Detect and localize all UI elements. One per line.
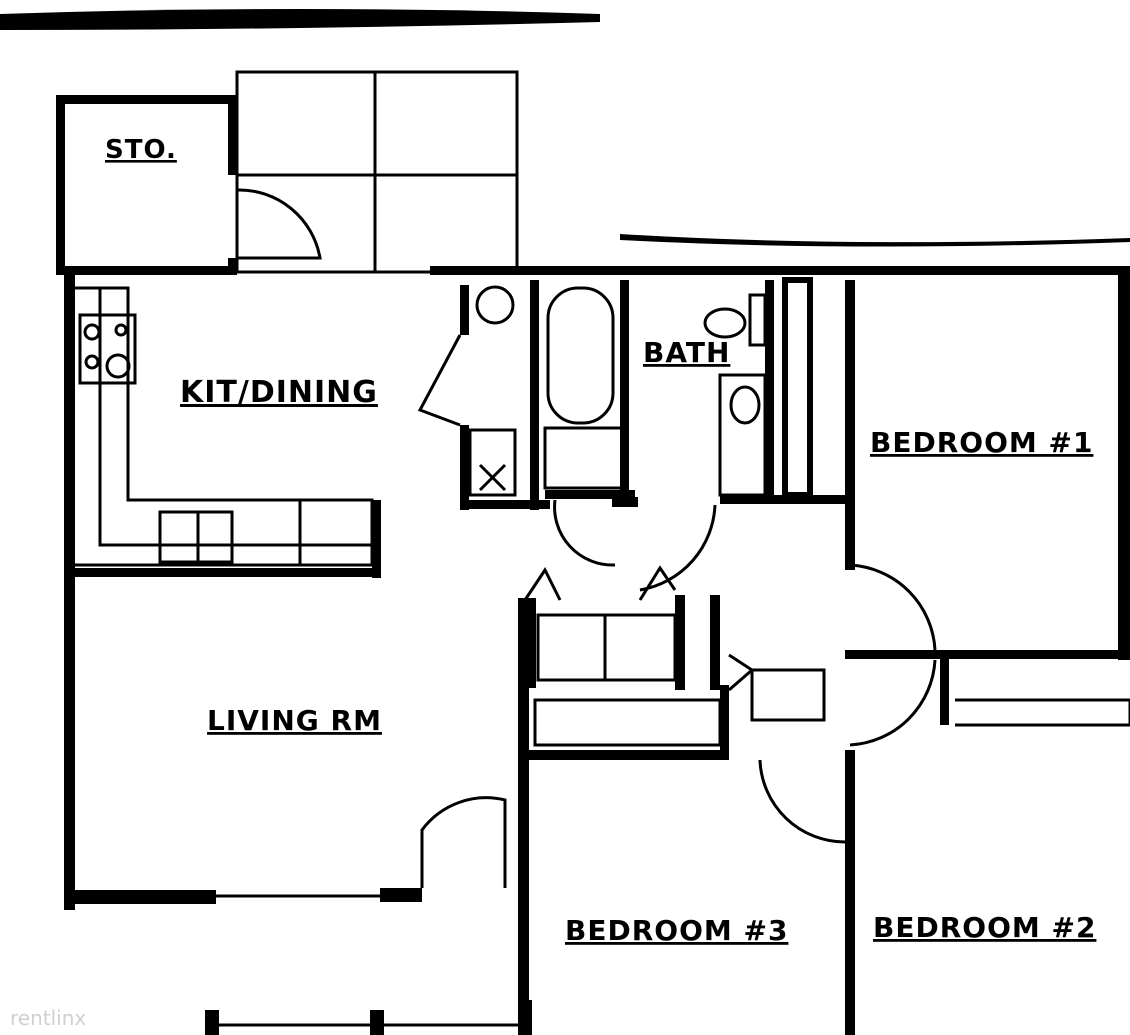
range — [78, 313, 137, 385]
fixtures — [75, 70, 1130, 1027]
bedroom1-bottom-wall — [845, 650, 1130, 659]
upper-stroke — [620, 234, 1130, 247]
room-labels: STO. KIT/DINING BATH BEDROOM #1 LIVING R… — [10, 135, 1096, 1030]
living-bottom-wall — [64, 890, 216, 904]
storage-left-wall — [56, 95, 65, 275]
kitchen-sink — [158, 510, 234, 564]
label-living: LIVING RM — [207, 704, 382, 737]
walls — [0, 9, 1130, 1035]
main-top-wall — [430, 266, 1130, 275]
toilet — [703, 307, 747, 339]
label-bath: BATH — [643, 336, 730, 369]
label-bedroom2: BEDROOM #2 — [873, 911, 1096, 944]
top-stroke — [0, 9, 600, 30]
left-wall — [64, 270, 75, 910]
storage-right-wall — [228, 95, 237, 175]
bathtub — [546, 286, 615, 425]
storage-door-swing — [236, 188, 322, 260]
storage-top-wall — [56, 95, 236, 104]
patio — [235, 70, 519, 274]
bedroom2-left-wall — [845, 750, 855, 1035]
bedroom1-left-wall — [845, 280, 855, 570]
vanity — [718, 373, 767, 497]
label-bedroom3: BEDROOM #3 — [565, 914, 788, 947]
living-right-wall — [518, 598, 529, 1035]
label-bedroom1: BEDROOM #1 — [870, 426, 1093, 459]
label-storage: STO. — [105, 135, 177, 165]
label-kitchen: KIT/DINING — [180, 375, 378, 410]
watermark-logo: rentlinx — [10, 1006, 86, 1030]
